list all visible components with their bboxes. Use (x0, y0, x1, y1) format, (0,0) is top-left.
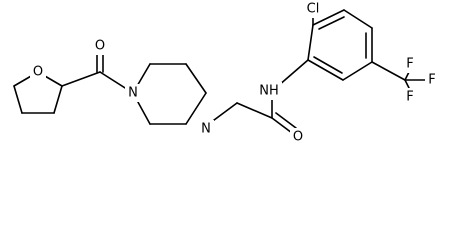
bond-b5-b6 (342, 61, 373, 81)
bond-b2-b3 (312, 9, 345, 26)
benzene-ring (307, 9, 373, 81)
acyl-carbonyl (61, 51, 134, 94)
bond-n4-cc (185, 92, 207, 125)
tetrahydrofuran-ring (13, 71, 63, 114)
bond-c4-c5 (13, 85, 23, 114)
atom-label-chlorine: Cl (307, 2, 320, 17)
atom-label-amide-oxygen: O (293, 130, 303, 145)
bond-b3-b4 (343, 9, 373, 29)
atom-label-amide-nh: NH (259, 84, 279, 99)
bond-b2-b3-inner (318, 16, 345, 30)
atom-label-fluorine-top: F (406, 57, 413, 72)
bond-b6-b1 (307, 59, 344, 81)
piperazine-ring (132, 63, 207, 125)
bond-camide-o-a (271, 117, 293, 134)
bond-aryl-cf3 (371, 61, 406, 81)
bond-b1-b2 (307, 24, 314, 61)
molecule-structure-drawing: O O N N O NH Cl F F F (13, 0, 439, 146)
bond-b6-b1-inner (313, 56, 343, 74)
bond-ch2-camide (236, 102, 273, 119)
atom-label-acyl-oxygen: O (95, 39, 105, 54)
bond-c2-carbonyl (61, 71, 101, 87)
atom-labels: O O N N O NH Cl F F F (30, 0, 439, 146)
atom-label-ring-oxygen: O (33, 65, 43, 80)
bond-cb-n4 (185, 63, 207, 94)
bond-nh-aryl (277, 59, 309, 87)
bond-camide-o-b (275, 112, 297, 129)
aryl-substituents (312, 17, 426, 91)
atom-label-piperazine-n4: N (201, 122, 211, 137)
bond-c2-c3 (53, 85, 63, 114)
atom-label-fluorine-bottom: F (406, 90, 413, 105)
atom-label-piperazine-n1: N (128, 86, 138, 101)
atom-label-fluorine-right: F (428, 73, 435, 88)
